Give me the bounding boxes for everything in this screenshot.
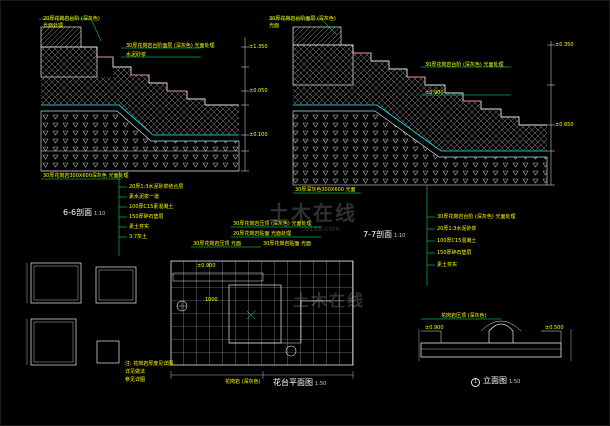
detail-c [30, 318, 77, 366]
right-top-block [292, 26, 342, 46]
right-list-1: 20厚1:3水泥砂浆 [437, 226, 477, 232]
plan-dim: 1000 [205, 297, 218, 303]
detail-b [95, 266, 137, 304]
plan-title-text: 花台平面图 [273, 378, 313, 387]
elevation [418, 318, 572, 361]
plan-note-3: 30厚花岗岩压顶 光面 [193, 241, 241, 247]
right-note-1: 30厚花岗岩台阶 (深灰色) 光面处理 [425, 62, 504, 68]
detail-note-2: 详见做法 [125, 369, 146, 375]
left-top-block-2 [40, 46, 98, 78]
left-note-2: 水泥砂浆 [126, 52, 147, 58]
elev-title-text: 立面图 [483, 376, 507, 385]
right-bottom-label: 30厚深灰色300X600 光面 [295, 187, 356, 193]
plan-grid [170, 260, 354, 366]
left-section-scale: 1:10 [94, 211, 106, 217]
right-fill-area [293, 53, 547, 151]
right-elev-1: ±0.350 [555, 42, 574, 48]
right-list-3: 150厚碎石垫层 [437, 250, 472, 256]
left-elev-3: ±0.100 [249, 132, 268, 138]
right-note-2: ±0.900 [425, 90, 444, 96]
left-list-1: 素水泥浆一道 [129, 194, 160, 200]
detail-note-1: 注: 花岗岩厚度见详图 [125, 361, 174, 367]
left-top-block [40, 26, 82, 48]
elev-level-2: ±0.500 [545, 325, 564, 331]
detail-d [96, 340, 120, 364]
detail-note-3: 参见详图 [125, 377, 146, 383]
plan-foot-label: 花岗岩 (深灰色) [225, 379, 261, 385]
right-top-label-2: 光面 [269, 23, 280, 29]
flower-bed-plan [170, 226, 354, 379]
left-section-title-text: 6-6剖面 [63, 208, 93, 217]
left-list-5: 3:7灰土 [129, 234, 148, 240]
plan-fountain-2 [285, 345, 297, 357]
elev-scale: 1:50 [509, 379, 521, 385]
watermark-url: co188.com [301, 225, 340, 233]
left-note-1: 30厚花岗岩台阶面层 (深灰色) 光面处理 [126, 43, 215, 49]
left-top-label-2: 光面处理 [43, 23, 64, 29]
left-list-2: 100厚C15素混凝土 [129, 204, 174, 210]
left-list-0: 20厚1:3水泥砂浆结合层 [129, 184, 184, 190]
watermark-brand: 土木在线 [269, 201, 357, 225]
section-7-7 [269, 18, 555, 286]
plan-scale: 1:50 [315, 381, 327, 387]
elev-marker-circle: 1 [471, 378, 480, 387]
right-section-title-text: 7-7剖面 [363, 230, 393, 239]
section-6-6 [39, 18, 249, 256]
left-list-3: 150厚碎石垫层 [129, 214, 164, 220]
plan-elev: ±0.900 [197, 263, 216, 269]
left-top-label-1: 20厚花岗岩台阶 (深灰色) [43, 16, 100, 22]
detail-blocks [26, 262, 137, 366]
watermark-brand-2: 土木在线 [293, 291, 366, 310]
plan-note-2: 20厚花岗岩贴面 光面处理 [233, 231, 291, 237]
left-elev-2: ±0.050 [249, 88, 268, 94]
detail-a [30, 262, 82, 304]
right-top-label-1: 30厚花岗岩台阶面层 (深灰色) [269, 16, 336, 22]
right-section-scale: 1:10 [394, 233, 406, 239]
left-elev-1: ±1.350 [249, 44, 268, 50]
plan-note-1: 30厚花岗岩压顶 (深灰色) 光面处理 [233, 221, 312, 227]
right-list-4: 素土夯实 [437, 262, 458, 268]
elev-level-1: ±0.900 [425, 325, 444, 331]
elev-base [420, 342, 562, 358]
left-fill-area [41, 67, 239, 135]
elev-label: 花岗岩压顶 (深灰色) [441, 313, 487, 319]
right-elev-2: ±0.650 [555, 122, 574, 128]
right-list-2: 100厚C15混凝土 [437, 238, 477, 244]
left-list-4: 素土夯实 [129, 224, 150, 230]
right-list-0: 30厚花岗岩台阶 (深灰色) 光面处理 [437, 214, 516, 220]
plan-note-4: 30厚花岗岩贴面 光面 [263, 241, 311, 247]
elev-planter [488, 323, 514, 343]
left-bottom-label: 30厚花岗岩300X600深灰色 光面处理 [43, 173, 129, 179]
